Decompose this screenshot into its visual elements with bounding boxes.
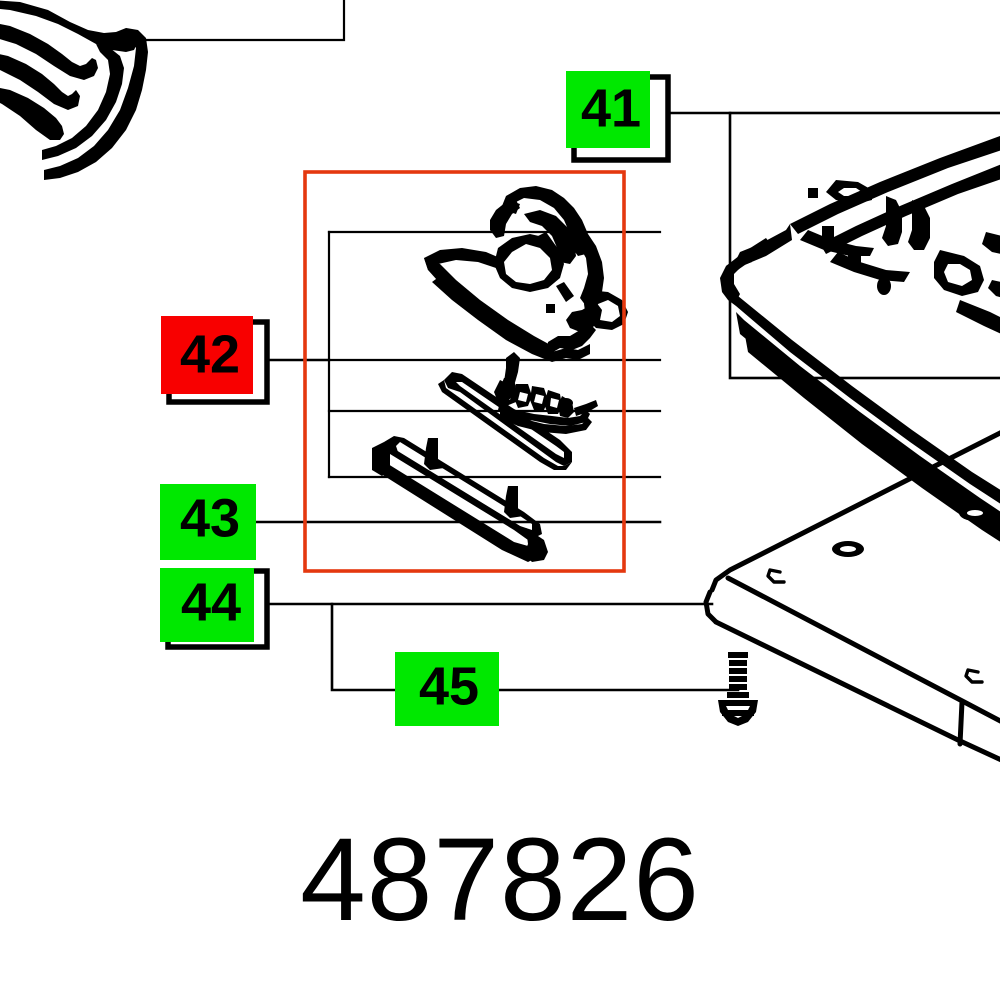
leader-lines <box>138 0 1000 692</box>
bracket-casting-part <box>424 186 628 362</box>
rod-part <box>438 372 572 470</box>
partial-housing-part <box>0 0 148 180</box>
callout-44[interactable]: 44 <box>160 568 270 650</box>
callout-42[interactable]: 42 <box>161 316 270 405</box>
callout-43-chip <box>160 484 256 560</box>
callout-41[interactable]: 41 <box>566 71 671 163</box>
leader-45-left <box>330 602 397 692</box>
screw-part-45 <box>718 652 758 726</box>
callout-45-label: 45 <box>419 656 479 716</box>
selected-parts-highlight-box <box>303 170 626 573</box>
callout-44-chip <box>160 568 254 642</box>
callout-43-label: 43 <box>180 488 240 548</box>
callout-41-label: 41 <box>581 78 641 138</box>
callout-42-chip <box>161 316 253 394</box>
leader-top-left <box>138 0 346 42</box>
rail-assembly-part-41 <box>720 136 1000 542</box>
callout-45-chip <box>395 652 499 726</box>
callout-41-chip <box>566 71 650 148</box>
guide-rail-part-43 <box>372 436 548 562</box>
callout-44-label: 44 <box>181 572 241 632</box>
base-plate-part-44 <box>703 430 1000 763</box>
callout-45[interactable]: 45 <box>395 652 499 726</box>
frame-item-41 <box>728 111 1000 380</box>
callout-43[interactable]: 43 <box>160 484 256 560</box>
part-number-caption: 487826 <box>300 814 700 946</box>
callout-42-label: 42 <box>180 324 240 384</box>
